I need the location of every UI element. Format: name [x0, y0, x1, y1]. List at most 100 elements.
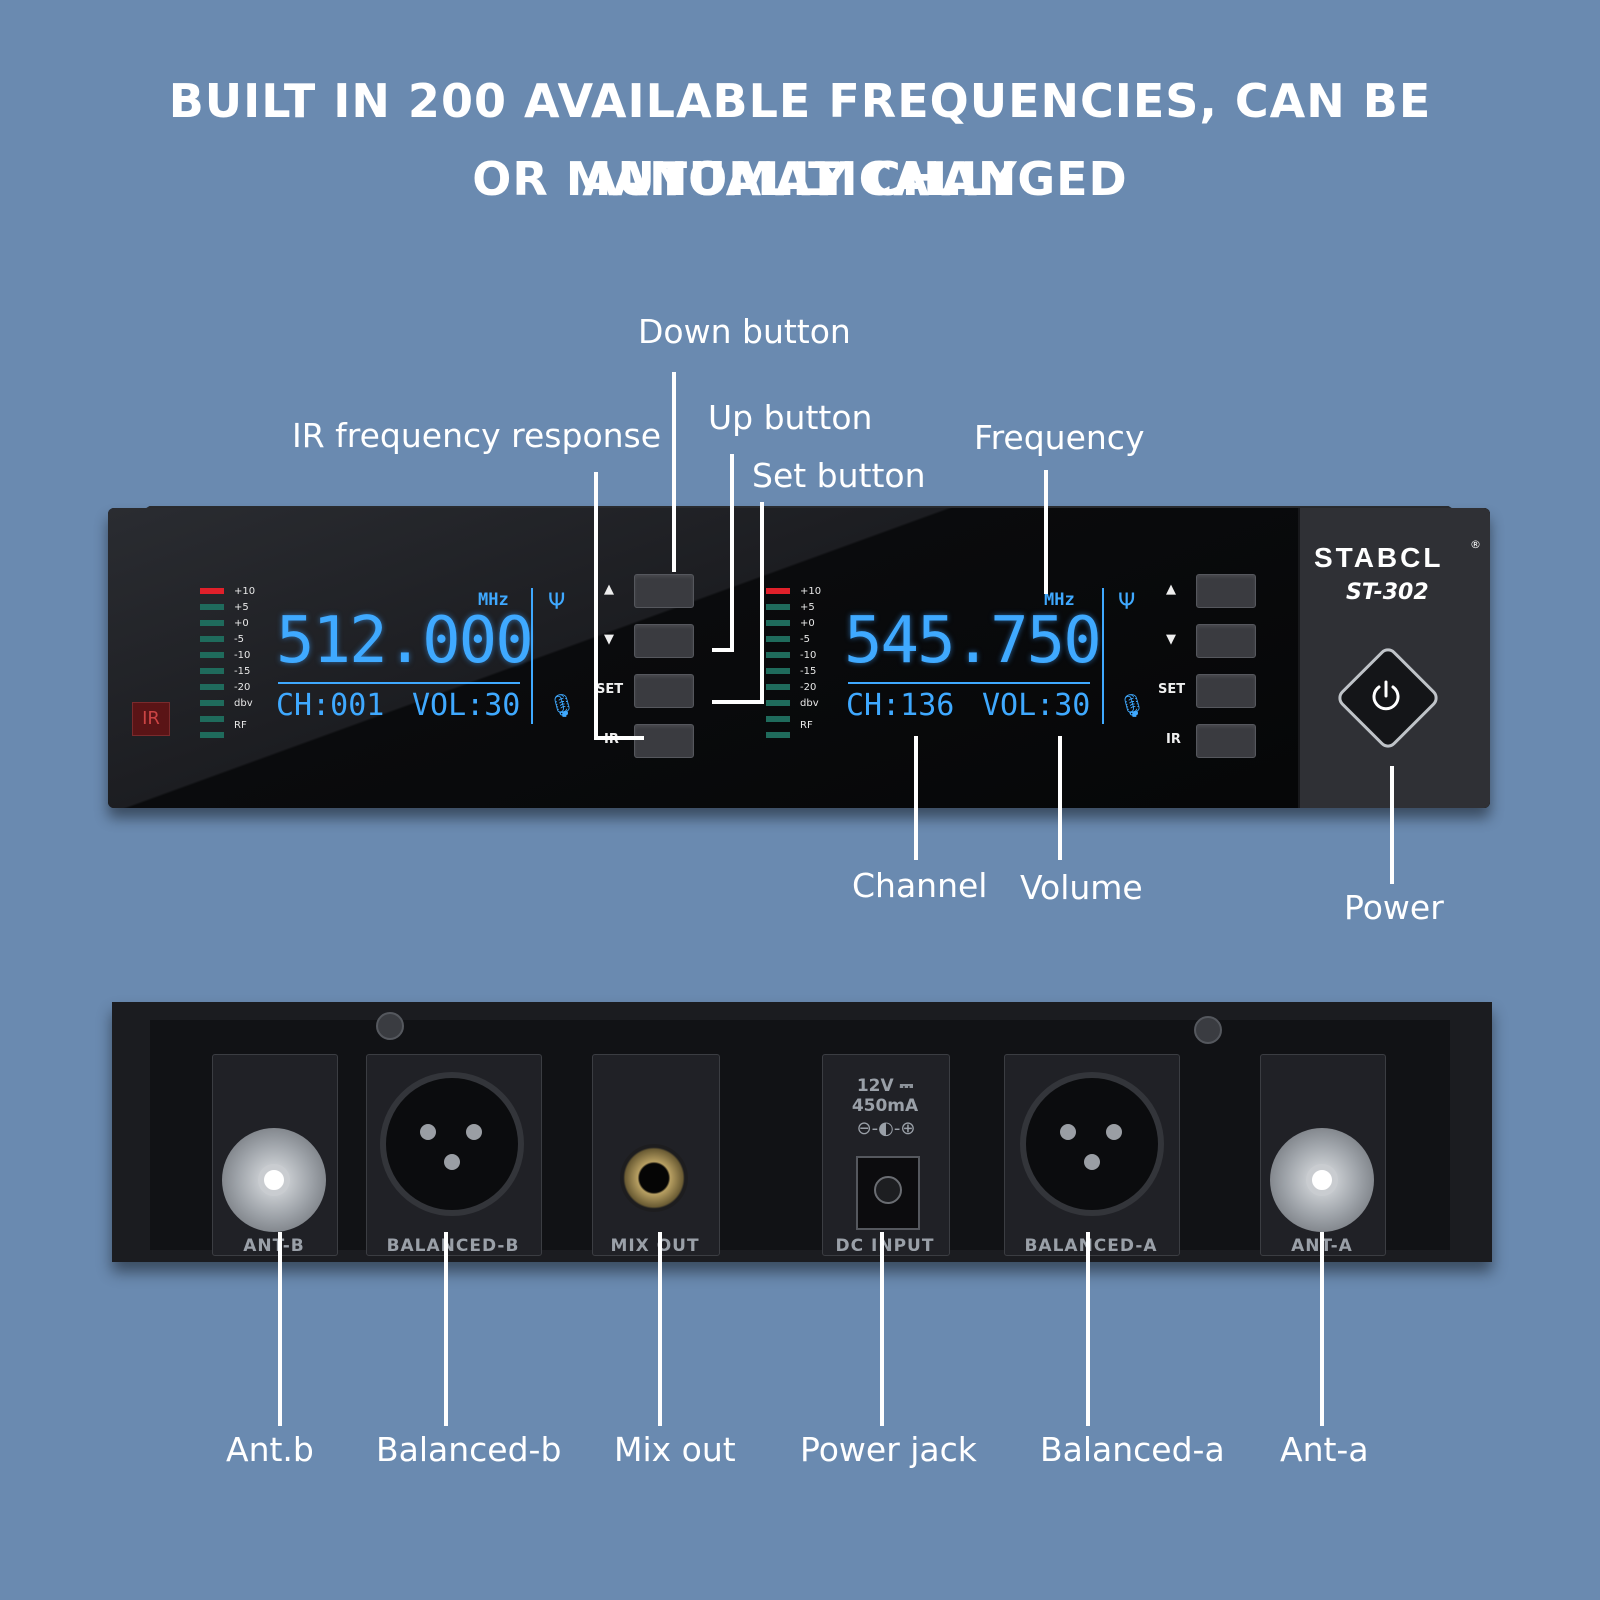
- lcd-b-channel: CH:001: [276, 688, 385, 723]
- meter-label: +0: [800, 618, 815, 629]
- mic-mute-icon: 🎙: [548, 694, 576, 719]
- meter-label: +5: [234, 602, 249, 613]
- meter-label: -15: [234, 666, 251, 677]
- xlr-pin-icon: [420, 1124, 436, 1140]
- callout-down-button: Down button: [638, 312, 851, 351]
- meter-labels-b: +10 +5 +0 -5 -10 -15 -20 dbv RF: [234, 584, 255, 734]
- mix-out-plate: [592, 1054, 720, 1256]
- lcd-b-volume: VOL:30: [412, 688, 521, 723]
- meter-segment: [766, 716, 790, 722]
- leader-line: [914, 736, 918, 860]
- callout-up-button: Up button: [708, 398, 873, 437]
- dc-pin-icon: [874, 1176, 902, 1204]
- ant-b-label: ANT-B: [243, 1236, 305, 1256]
- meter-segment: [766, 684, 790, 690]
- callout-frequency: Frequency: [974, 418, 1145, 457]
- leader-line: [1058, 736, 1062, 860]
- meter-label: -10: [800, 650, 817, 661]
- level-meter-a: [766, 588, 790, 738]
- front-panel-sheen: [108, 508, 1490, 808]
- callout-set-button: Set button: [752, 456, 926, 495]
- down-arrow-icon: ▼: [1166, 632, 1176, 647]
- xlr-pin-icon: [444, 1154, 460, 1170]
- brand-logo: STABCL: [1314, 542, 1444, 573]
- meter-segment: [766, 652, 790, 658]
- lcd-a-channel: CH:136: [846, 688, 955, 723]
- meter-segment: [766, 604, 790, 610]
- meter-label: -15: [800, 666, 817, 677]
- down-arrow-icon: ▼: [604, 632, 614, 647]
- leader-line: [658, 1232, 662, 1426]
- model-number: ST-302: [1346, 580, 1429, 605]
- lcd-b-unit: MHz: [478, 590, 509, 610]
- leader-line: [730, 454, 734, 652]
- meter-segment: [200, 636, 224, 642]
- leader-line: [672, 372, 676, 572]
- meter-segment: [200, 652, 224, 658]
- front-panel: IR +10 +5 +0 -5 -10 -15 -20 dbv RF MHz 5…: [108, 508, 1490, 808]
- down-button-b[interactable]: [634, 624, 694, 658]
- lcd-a-vertical-divider: [1102, 588, 1104, 724]
- screw-icon: [1194, 1016, 1222, 1044]
- up-arrow-icon: ▲: [1166, 582, 1176, 597]
- balanced-b-xlr-connector[interactable]: [380, 1072, 524, 1216]
- xlr-pin-icon: [1060, 1124, 1076, 1140]
- meter-label: dbv: [234, 698, 253, 709]
- headline-line-1: BUILT IN 200 AVAILABLE FREQUENCIES, CAN …: [168, 74, 1432, 206]
- meter-label: -20: [800, 682, 817, 693]
- balanced-a-xlr-connector[interactable]: [1020, 1072, 1164, 1216]
- lcd-b-divider: [278, 682, 520, 684]
- leader-line: [760, 502, 764, 704]
- meter-segment: [200, 588, 224, 594]
- ir-sensor-badge: IR: [132, 702, 170, 736]
- down-button-a[interactable]: [1196, 624, 1256, 658]
- meter-label: +5: [800, 602, 815, 613]
- meter-label: RF: [234, 720, 247, 731]
- set-label: SET: [596, 682, 624, 697]
- meter-label: +0: [234, 618, 249, 629]
- lcd-a-frequency: 545.750: [844, 604, 1102, 678]
- set-label: SET: [1158, 682, 1186, 697]
- brand-plate: STABCL ® ST-302: [1298, 508, 1490, 808]
- xlr-pin-icon: [1106, 1124, 1122, 1140]
- polarity-icon: ⊖-◐-⊕: [856, 1118, 916, 1139]
- mix-out-jack[interactable]: [620, 1144, 688, 1212]
- leader-line: [594, 736, 644, 740]
- power-icon: [1372, 680, 1400, 711]
- meter-segment: [766, 636, 790, 642]
- meter-segment: [766, 732, 790, 738]
- meter-segment: [200, 668, 224, 674]
- meter-labels-a: +10 +5 +0 -5 -10 -15 -20 dbv RF: [800, 584, 821, 734]
- ir-button-a[interactable]: [1196, 724, 1256, 758]
- ir-button-b[interactable]: [634, 724, 694, 758]
- meter-segment: [766, 668, 790, 674]
- ir-label: IR: [1166, 732, 1181, 747]
- registered-mark: ®: [1470, 538, 1481, 551]
- mic-mute-icon: 🎙: [1118, 694, 1146, 719]
- lcd-b-frequency: 512.000: [276, 604, 534, 678]
- lcd-a-unit: MHz: [1044, 590, 1075, 610]
- leader-line: [1320, 1232, 1324, 1426]
- antenna-icon: Ψ: [548, 590, 566, 615]
- leader-line: [1390, 766, 1394, 884]
- balanced-a-label: BALANCED-A: [1024, 1236, 1158, 1256]
- callout-mix-out: Mix out: [614, 1430, 736, 1469]
- leader-line: [444, 1232, 448, 1426]
- mix-out-label: MIX OUT: [610, 1236, 700, 1256]
- up-button-b[interactable]: [634, 574, 694, 608]
- set-button-b[interactable]: [634, 674, 694, 708]
- bnc-pin-icon: [1306, 1164, 1338, 1196]
- up-button-a[interactable]: [1196, 574, 1256, 608]
- meter-segment: [200, 684, 224, 690]
- set-button-a[interactable]: [1196, 674, 1256, 708]
- rear-panel-inset: [150, 1020, 1450, 1250]
- meter-label: dbv: [800, 698, 819, 709]
- leader-line: [712, 700, 764, 704]
- xlr-pin-icon: [1084, 1154, 1100, 1170]
- leader-line: [712, 648, 734, 652]
- meter-label: +10: [800, 586, 822, 597]
- balanced-b-label: BALANCED-B: [386, 1236, 520, 1256]
- level-meter-b: [200, 588, 224, 738]
- lcd-a-volume: VOL:30: [982, 688, 1091, 723]
- leader-line: [594, 472, 598, 740]
